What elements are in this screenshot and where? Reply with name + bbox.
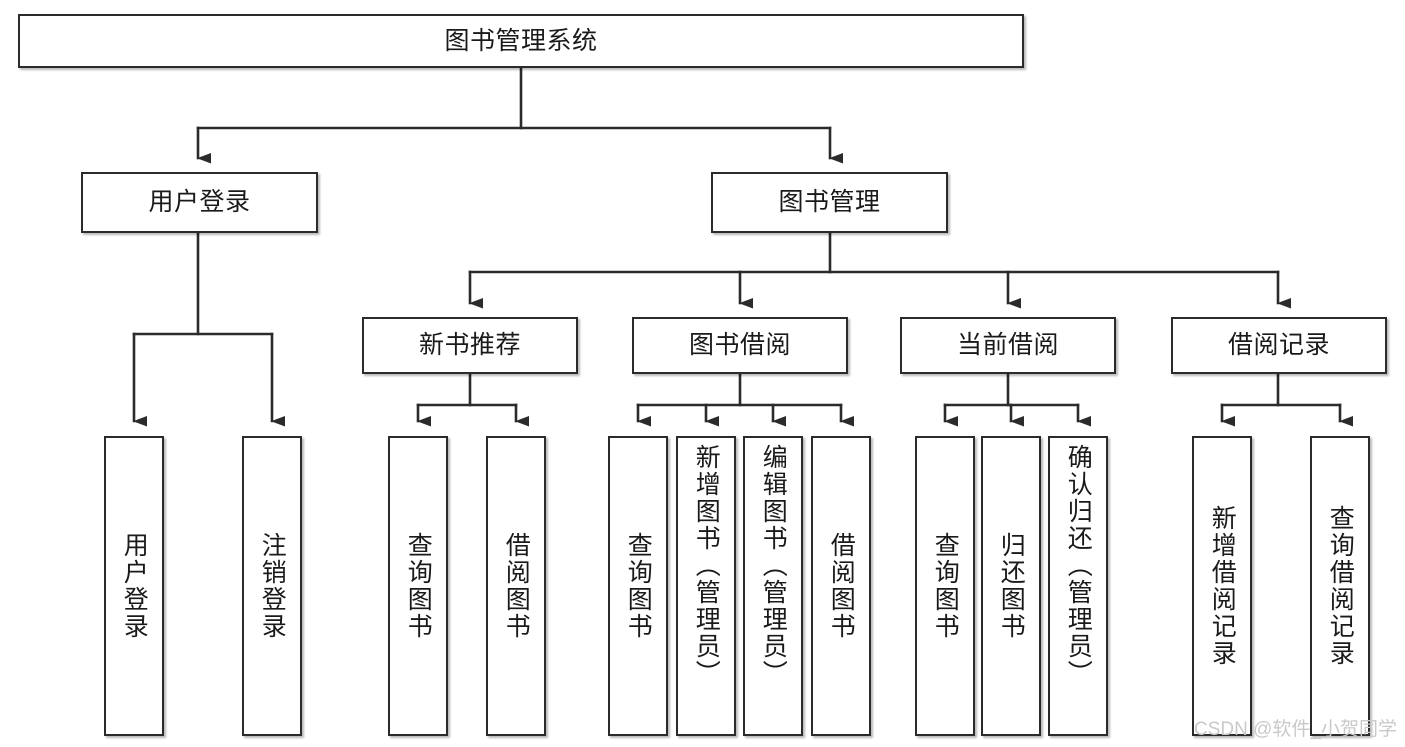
node-leaf-logout-login[interactable]: 注销登录 xyxy=(242,436,302,736)
node-root-label: 图书管理系统 xyxy=(444,26,598,55)
node-leaf-return-book[interactable]: 归还图书 xyxy=(981,436,1041,736)
node-leaf-query-record[interactable]: 查询借阅记录 xyxy=(1310,436,1370,736)
node-new-book-recommend[interactable]: 新书推荐 xyxy=(362,317,578,374)
node-leaf-borrow-book-2[interactable]: 借阅图书 xyxy=(811,436,871,736)
node-leaf-borrow-book-1-label: 借阅图书 xyxy=(502,532,531,640)
node-leaf-logout-login-label: 注销登录 xyxy=(258,532,287,640)
node-leaf-user-login[interactable]: 用户登录 xyxy=(104,436,164,736)
node-leaf-query-book-2[interactable]: 查询图书 xyxy=(608,436,668,736)
watermark-text: CSDN @软件_小贺同学 xyxy=(1194,719,1397,740)
node-borrow-record[interactable]: 借阅记录 xyxy=(1171,317,1387,374)
node-leaf-query-book-3[interactable]: 查询图书 xyxy=(915,436,975,736)
node-leaf-query-book-3-label: 查询图书 xyxy=(931,532,960,640)
node-book-manage-label: 图书管理 xyxy=(778,188,881,216)
node-book-manage[interactable]: 图书管理 xyxy=(711,172,948,233)
node-book-borrow[interactable]: 图书借阅 xyxy=(632,317,848,374)
node-current-borrow-label: 当前借阅 xyxy=(956,331,1059,359)
node-leaf-edit-book[interactable]: 编辑图书（管理员） xyxy=(743,436,803,736)
node-leaf-add-record-label: 新增借阅记录 xyxy=(1208,505,1237,667)
node-leaf-add-book-label: 新增图书（管理员） xyxy=(692,444,721,687)
node-user-login-label: 用户登录 xyxy=(148,188,251,216)
node-leaf-query-record-label: 查询借阅记录 xyxy=(1326,505,1355,667)
node-leaf-query-book-1-label: 查询图书 xyxy=(404,532,433,640)
node-leaf-add-book[interactable]: 新增图书（管理员） xyxy=(676,436,736,736)
node-new-book-recommend-label: 新书推荐 xyxy=(418,331,521,359)
node-leaf-return-book-label: 归还图书 xyxy=(997,532,1026,640)
node-leaf-user-login-label: 用户登录 xyxy=(120,532,149,640)
node-current-borrow[interactable]: 当前借阅 xyxy=(900,317,1116,374)
node-book-borrow-label: 图书借阅 xyxy=(688,331,791,359)
node-user-login[interactable]: 用户登录 xyxy=(81,172,318,233)
node-leaf-confirm-return[interactable]: 确认归还（管理员） xyxy=(1048,436,1108,736)
node-root[interactable]: 图书管理系统 xyxy=(18,14,1024,68)
node-leaf-confirm-return-label: 确认归还（管理员） xyxy=(1064,444,1093,687)
node-leaf-borrow-book-1[interactable]: 借阅图书 xyxy=(486,436,546,736)
node-leaf-query-book-1[interactable]: 查询图书 xyxy=(388,436,448,736)
node-leaf-query-book-2-label: 查询图书 xyxy=(624,532,653,640)
node-leaf-add-record[interactable]: 新增借阅记录 xyxy=(1192,436,1252,736)
node-borrow-record-label: 借阅记录 xyxy=(1227,331,1330,359)
node-leaf-borrow-book-2-label: 借阅图书 xyxy=(827,532,856,640)
node-leaf-edit-book-label: 编辑图书（管理员） xyxy=(759,444,788,687)
